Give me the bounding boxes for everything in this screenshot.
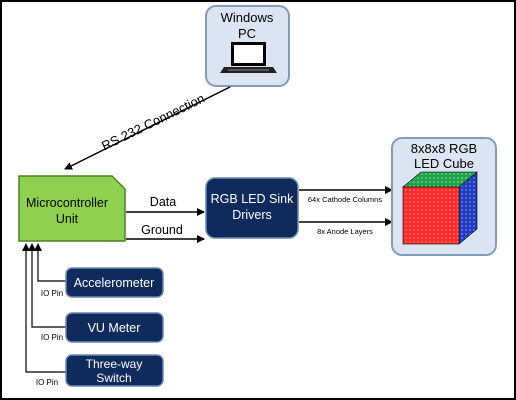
ground-label: Ground (141, 223, 183, 237)
switch-label-line2: Switch (96, 371, 131, 385)
drivers-block: RGB LED Sink Drivers (205, 177, 299, 239)
windows-pc-title-line1: Windows (221, 10, 274, 25)
vu-meter-io-label: IO Pin (41, 333, 63, 342)
cathode-columns-label: 64x Cathode Columns (308, 195, 382, 204)
accelerometer-block: Accelerometer (65, 267, 164, 298)
drivers-box (205, 177, 299, 239)
accelerometer-label: Accelerometer (74, 276, 155, 290)
microcontroller-label-line1: Microcontroller (26, 196, 108, 210)
vu-meter-box (65, 312, 164, 343)
rgb-cube-icon (402, 171, 478, 245)
data-label: Data (150, 195, 176, 209)
switch-box (65, 354, 164, 387)
microcontroller-block: Microcontroller Unit (18, 175, 126, 242)
switch-block: Three-way Switch (65, 354, 164, 387)
led-cube-block: 8x8x8 RGB LED Cube (391, 137, 497, 256)
led-cube-label-line2: LED Cube (414, 156, 474, 171)
anode-layers-label: 8x Anode Layers (317, 227, 373, 236)
rs232-arrow (64, 86, 231, 170)
windows-pc-title-line2: PC (238, 26, 256, 41)
accelerometer-connector (34, 243, 66, 282)
windows-pc-block: Windows PC (205, 5, 290, 87)
microcontroller-box (18, 175, 126, 242)
vu-meter-label: VU Meter (88, 321, 141, 335)
microcontroller-label-line2: Unit (56, 212, 79, 226)
drivers-label-line1: RGB LED Sink (211, 192, 294, 206)
accelerometer-io-label: IO Pin (41, 289, 63, 298)
switch-io-label: IO Pin (36, 378, 58, 387)
vu-meter-connector (28, 243, 66, 328)
vu-meter-block: VU Meter (65, 312, 164, 343)
accelerometer-box (65, 267, 164, 298)
switch-label-line1: Three-way (86, 357, 143, 371)
led-cube-label-line1: 8x8x8 RGB (411, 141, 477, 156)
switch-connector (22, 243, 66, 373)
laptop-icon (220, 42, 277, 73)
drivers-label-line2: Drivers (232, 208, 272, 222)
